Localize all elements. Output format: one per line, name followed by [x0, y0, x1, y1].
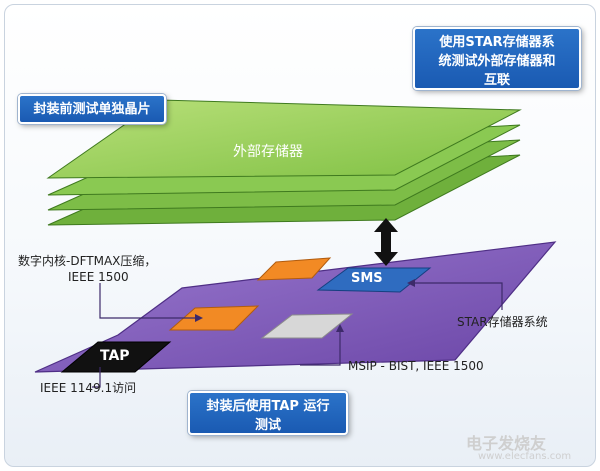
sms-block [316, 267, 432, 293]
ieee1149-label: IEEE 1149.1访问 [40, 381, 137, 395]
callout-star-line-3: 互联 [483, 73, 510, 88]
external-memory-label: 外部存储器 [233, 144, 303, 160]
leader-lines [92, 282, 503, 388]
callout-star-memory-test: 使用STAR存储器系 统测试外部存储器和 互联 [413, 27, 581, 90]
callout-pre-package-test: 封装前测试单独晶片 [18, 94, 166, 124]
digital-core-line-1: 数字内核-DFTMAX压缩， [18, 254, 157, 268]
callout-tap-line-2: 测试 [254, 418, 281, 433]
arrowheads [195, 279, 415, 332]
double-arrow-icon [374, 218, 398, 266]
digital-core-line-2: IEEE 1500 [68, 270, 129, 284]
digital-core-block-bottom [168, 305, 260, 331]
digital-core-label: 数字内核-DFTMAX压缩， IEEE 1500 [18, 253, 156, 285]
watermark-url: www.elecfans.com [478, 451, 572, 462]
callout-tap-test: 封装后使用TAP 运行 测试 [188, 391, 348, 435]
watermark-logo: 电子发烧友 [466, 434, 547, 453]
msip-block [260, 313, 354, 339]
external-memory-stack [46, 99, 522, 226]
msip-label: MSIP - BIST, IEEE 1500 [348, 359, 484, 373]
callout-star-line-1: 使用STAR存储器系 [439, 35, 555, 50]
tap-block [60, 341, 172, 373]
digital-core-block-top [256, 257, 332, 281]
die-base [34, 241, 557, 373]
sms-label: SMS [351, 271, 383, 286]
star-system-label: STAR存储器系统 [457, 315, 548, 329]
tap-label: TAP [100, 348, 130, 364]
callout-tap-line-1: 封装后使用TAP 运行 [206, 399, 330, 414]
callout-star-line-2: 统测试外部存储器和 [438, 54, 556, 69]
